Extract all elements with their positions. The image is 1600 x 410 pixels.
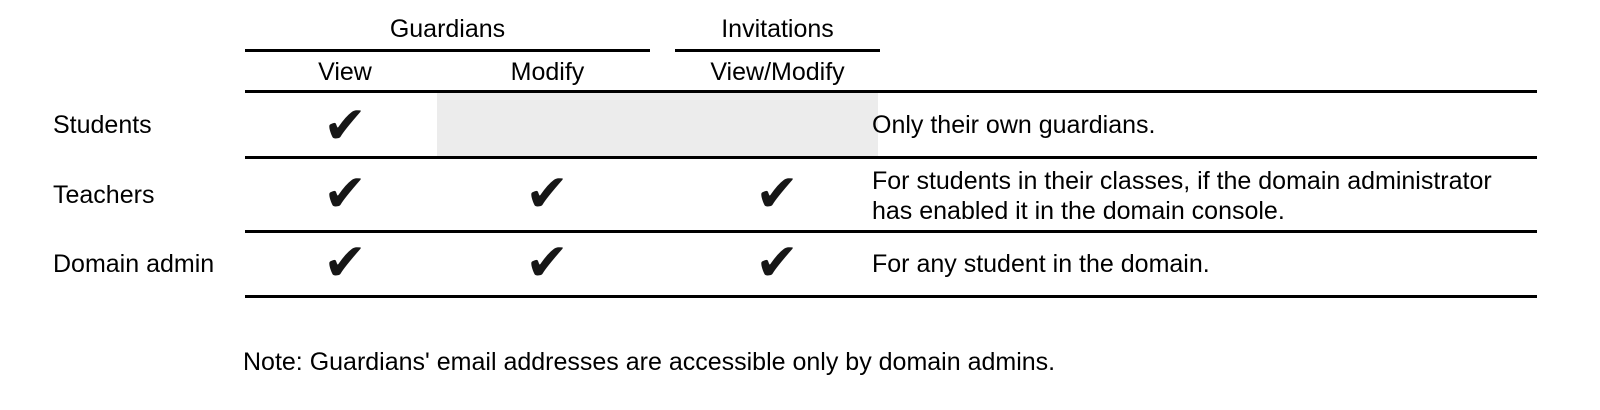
check-icon-teachers-guardians-view: ✔	[323, 164, 367, 224]
teachers-row-rule	[245, 230, 1537, 233]
note-teachers: For students in their classes, if the do…	[872, 166, 1492, 226]
subcolumn-view-modify-label: View/Modify	[710, 58, 845, 86]
check-icon-teachers-guardians-modify: ✔	[525, 164, 569, 224]
note-students: Only their own guardians.	[872, 111, 1156, 139]
column-group-invitations-label: Invitations	[721, 15, 834, 43]
note-domain-admin: For any student in the domain.	[872, 250, 1210, 278]
students-no-permission-shading	[437, 93, 878, 156]
column-group-guardians-label: Guardians	[389, 15, 506, 43]
domain-admin-row-rule	[245, 295, 1537, 298]
subcolumn-modify-label: Modify	[510, 58, 585, 86]
subcolumn-view-label: View	[318, 58, 372, 86]
footnote: Note: Guardians' email addresses are acc…	[243, 348, 1056, 376]
note-teachers-line-2: has enabled it in the domain console.	[872, 197, 1285, 225]
guardians-underline	[245, 49, 650, 52]
students-row-rule	[245, 156, 1537, 159]
check-icon-students-guardians-view: ✔	[323, 96, 367, 156]
note-teachers-line-1: For students in their classes, if the do…	[872, 167, 1492, 195]
check-icon-domain-admin-guardians-modify: ✔	[525, 233, 569, 293]
row-label-domain-admin: Domain admin	[53, 250, 215, 278]
row-label-teachers: Teachers	[53, 181, 155, 209]
check-icon-domain-admin-guardians-view: ✔	[323, 233, 367, 293]
check-icon-domain-admin-invitations-view-modify: ✔	[755, 233, 799, 293]
header-rule	[245, 90, 1537, 93]
check-icon-teachers-invitations-view-modify: ✔	[755, 164, 799, 224]
row-label-students: Students	[53, 111, 152, 139]
invitations-underline	[675, 49, 880, 52]
